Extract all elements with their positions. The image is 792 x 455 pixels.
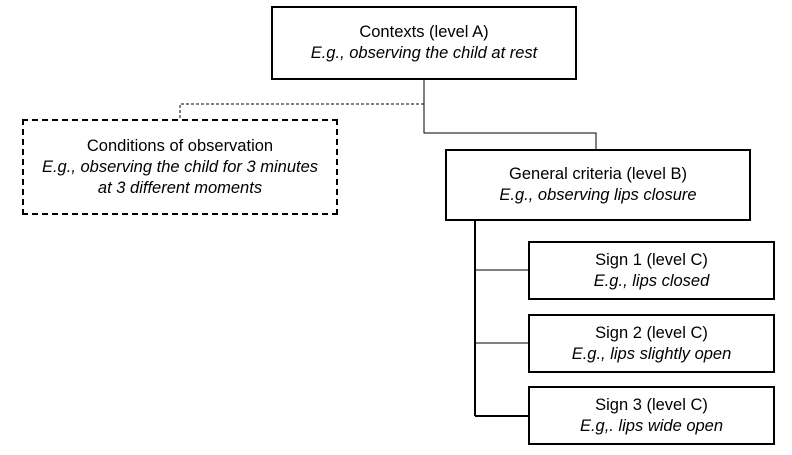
- general-title: General criteria (level B): [509, 165, 687, 183]
- conditions-of-observation-box: Conditions of observation E.g., observin…: [22, 119, 338, 215]
- sign-3-level-c-box: Sign 3 (level C) E.g,. lips wide open: [528, 386, 775, 445]
- general-example: E.g., observing lips closure: [499, 186, 697, 204]
- contexts-level-a-box: Contexts (level A) E.g., observing the c…: [271, 6, 577, 80]
- sign-1-level-c-box: Sign 1 (level C) E.g., lips closed: [528, 241, 775, 300]
- conditions-title: Conditions of observation: [86, 136, 274, 155]
- sign3-example: E.g,. lips wide open: [579, 416, 724, 435]
- sign1-example: E.g., lips closed: [593, 271, 710, 290]
- conditions-example-line2: at 3 different moments: [97, 178, 263, 197]
- sign2-title: Sign 2 (level C): [595, 323, 708, 342]
- edge-contexts-to-general: [423, 80, 597, 149]
- sign3-title: Sign 3 (level C): [595, 395, 708, 414]
- conditions-example-line1: E.g., observing the child for 3 minutes: [41, 157, 319, 176]
- sign1-title: Sign 1 (level C): [595, 250, 708, 269]
- contexts-title: Contexts (level A): [359, 23, 489, 41]
- sign-2-level-c-box: Sign 2 (level C) E.g., lips slightly ope…: [528, 314, 775, 373]
- edge-contexts-to-conditions: [179, 103, 424, 119]
- general-criteria-level-b-box: General criteria (level B) E.g., observi…: [445, 149, 751, 221]
- contexts-example: E.g., observing the child at rest: [310, 44, 538, 62]
- sign2-example: E.g., lips slightly open: [571, 344, 732, 363]
